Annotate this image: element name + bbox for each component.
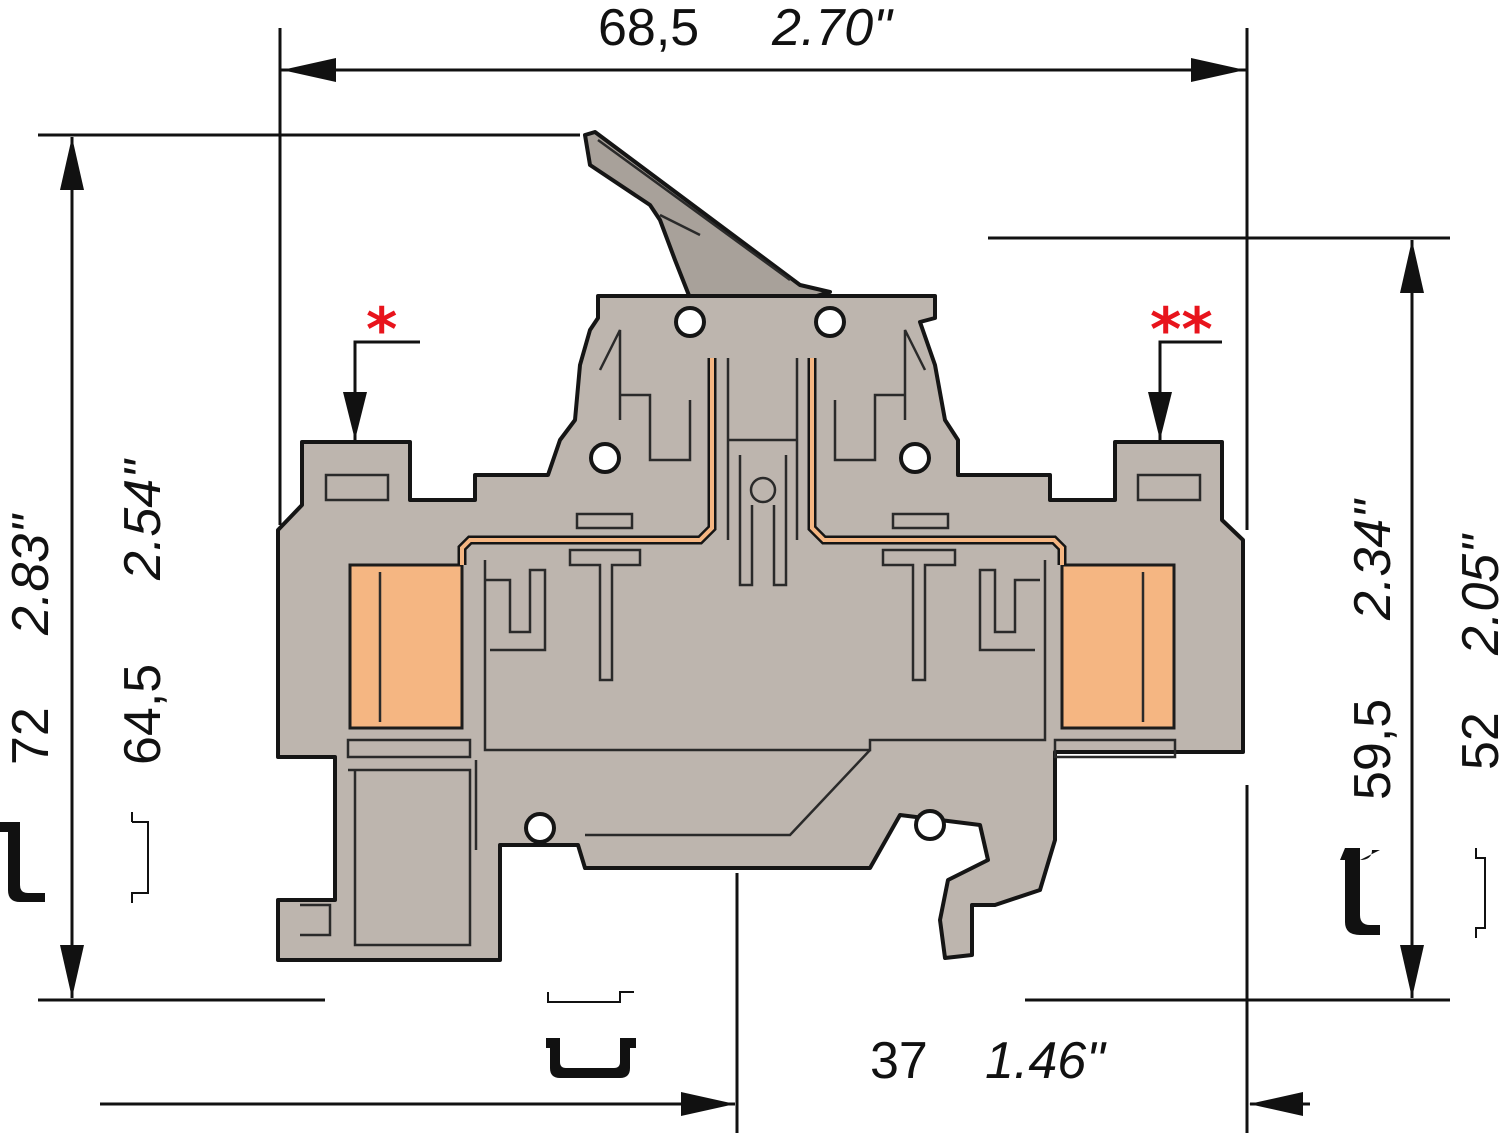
double-asterisk-marker: **	[1150, 295, 1213, 365]
height-total-in-label: 2.83"	[2, 513, 60, 636]
din-rail-icon	[547, 991, 634, 1003]
mounting-hole	[914, 809, 946, 841]
height-right-in-label: 2.34"	[1344, 498, 1402, 621]
height-total-mm-label: 72	[2, 707, 60, 765]
housing-details	[300, 329, 1202, 947]
markers: * **	[366, 295, 1213, 365]
screw-hole	[899, 442, 931, 474]
din-rail-icon	[1340, 848, 1380, 935]
height-rail-in-label: 2.54"	[114, 458, 172, 581]
height-right2-mm-label: 52	[1452, 712, 1500, 770]
dimension-labels: 68,5 2.70" 37 1.46" 72 2.83" 64,5 2.54" …	[2, 0, 1500, 1090]
offset-mm-label: 37	[870, 1032, 928, 1090]
height-right2-in-label: 2.05"	[1452, 533, 1500, 656]
fuse-lever	[583, 130, 832, 300]
mounting-hole	[524, 812, 556, 844]
din-rail-icon	[0, 822, 45, 902]
screw-hole	[674, 306, 706, 338]
housing-outline	[276, 294, 1245, 962]
screw-hole	[589, 442, 621, 474]
din-rail-icons	[0, 812, 1486, 1078]
clamp-right	[1060, 563, 1176, 730]
screw-hole	[814, 306, 846, 338]
width-mm-label: 68,5	[598, 0, 699, 57]
din-rail-icon	[546, 1038, 636, 1078]
clamp-left	[348, 563, 464, 730]
offset-in-label: 1.46"	[985, 1032, 1107, 1090]
dimension-lines	[38, 28, 1450, 1133]
height-rail-mm-label: 64,5	[114, 664, 172, 765]
din-rail-icon	[131, 812, 149, 903]
din-rail-icon	[1475, 848, 1486, 938]
width-in-label: 2.70"	[771, 0, 894, 57]
height-right-mm-label: 59,5	[1344, 699, 1402, 800]
single-asterisk-marker: *	[366, 295, 397, 365]
terminal-block	[276, 130, 1245, 962]
